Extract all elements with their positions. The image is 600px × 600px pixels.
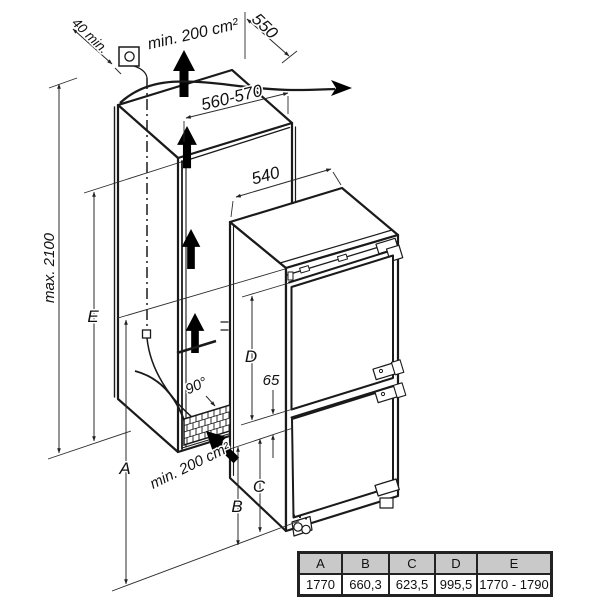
label-dim-c: C	[253, 477, 266, 496]
table-header-d: D	[435, 553, 477, 574]
dimension-table: A B C D E 1770 660,3 623,5 995,5 1770 - …	[297, 551, 553, 597]
label-dim-e: E	[87, 307, 99, 326]
vent-grille	[183, 403, 231, 447]
fridge-top-level-line	[176, 339, 217, 355]
cable-direction-arrow	[119, 80, 352, 104]
label-dim-b: B	[231, 497, 242, 516]
label-door-angle: 90°	[183, 374, 210, 398]
label-dim-d: D	[245, 347, 257, 366]
label-vent-top: min. 200 cm²	[146, 16, 241, 54]
label-wall-height: max. 2100	[41, 232, 58, 303]
fridge-appliance	[220, 186, 407, 537]
label-dim-a: A	[118, 459, 130, 478]
table-header-c: C	[389, 553, 435, 574]
table-header-e: E	[477, 553, 551, 574]
table-value-c: 623,5	[389, 574, 435, 595]
table-header-a: A	[299, 553, 342, 574]
label-niche-depth: 550	[248, 9, 282, 43]
table-value-d: 995,5	[435, 574, 477, 595]
label-dim-65: 65	[263, 372, 280, 389]
table-value-e: 1770 - 1790	[477, 574, 551, 595]
power-outlet-symbol	[118, 46, 140, 67]
label-gap-top: 40 min.	[69, 15, 111, 57]
niche-cabinet	[113, 68, 297, 454]
table-value-a: 1770	[299, 574, 342, 595]
table-header-b: B	[342, 553, 389, 574]
table-value-b: 660,3	[342, 574, 389, 595]
dimensions	[47, 12, 342, 592]
label-vent-bottom: min. 200 cm²	[147, 439, 233, 493]
